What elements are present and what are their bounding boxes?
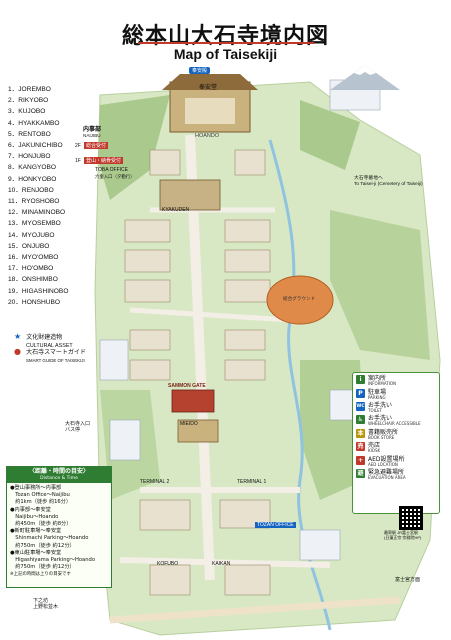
tozan-office-label[interactable]: TOZAN OFFICE [255, 522, 296, 528]
naijibu-en: NAIJIBU [83, 133, 101, 138]
floor-1f: 1F [75, 158, 81, 164]
kiosk-icon: 売 [356, 442, 365, 452]
list-item: 18．ONSHIMBO [8, 276, 58, 284]
list-item: 6．JAKUNICHIBO [8, 142, 63, 150]
hoando-label: HOANDO [195, 133, 220, 139]
toilet-icon: WC [356, 401, 365, 411]
kyakuden-label: KYAKUDEN [162, 207, 190, 213]
temple-lodging-list: 1．JOREMBO 2．RIKYOBO 3．KUJOBO 4．HYAKKAMBO… [8, 84, 103, 308]
list-item: 15．ONJUBO [8, 242, 50, 250]
terminal1-label: TERMINAL 1 [237, 479, 267, 485]
qr-code[interactable] [399, 506, 423, 530]
aed-icon: + [356, 455, 365, 465]
kaikan-label: KAIKAN [212, 561, 231, 567]
fujinomiya-label: 富士宮方面 [395, 577, 421, 583]
tozan-reception-badge[interactable]: 登山・納骨受付 [84, 157, 124, 164]
list-item: 13．MYOSEMBO [8, 220, 61, 228]
list-item: 11．RYOSHOBO [8, 198, 60, 206]
cemetery-label: 大石寺墓地へ To Taisei-ji (Cemetery of Taiseij… [354, 176, 423, 187]
list-item: 20．HONSHUBO [8, 298, 61, 306]
evacuation-icon: 避 [356, 468, 365, 478]
general-reception-badge[interactable]: 総合受付 [84, 142, 109, 149]
list-item: 4．HYAKKAMBO [8, 119, 60, 127]
list-item: 10．RENJOBO [8, 186, 54, 194]
book-icon: 本 [356, 428, 365, 438]
naijibu-jp: 内事部 [83, 127, 102, 133]
list-item: 16．MYO'OMBO [8, 254, 59, 262]
ground-label: 総合グラウンド [283, 296, 316, 301]
pin-icon: ● [14, 347, 21, 356]
terminal2-label: TERMINAL 2 [140, 479, 170, 485]
list-item: 12．MINAMINOBO [8, 209, 66, 217]
parking-icon: P [356, 388, 365, 398]
smart-guide-legend: ● 大石寺スマートガイド SMART GUIDE OF TAISEKIJI [14, 347, 86, 363]
bus-stop-label: 大石寺入口 バス停 [65, 421, 91, 433]
wheelchair-icon: ♿ [356, 415, 365, 425]
naijibu-block: 内事部 NAIJIBU [83, 124, 133, 138]
list-item: 7．HONJUBO [8, 153, 51, 161]
map-title-en: Map of Taisekiji [173, 46, 278, 62]
distance-body: ●登山事務所〜内事部 Tozan Office〜Naijibu 約1km（徒歩 … [10, 485, 95, 578]
toba-office-sub: 六壷入口（夕勤行） [95, 174, 135, 179]
cultural-asset-legend: ★ 文化財建造物 CULTURAL ASSET [14, 332, 73, 349]
list-item: 9．HONKYOBO [8, 175, 57, 183]
list-item: 19．HIGASHINOBO [8, 287, 69, 295]
list-item: 17．HO'OMBO [8, 265, 54, 273]
hoando-jp-label: 奉安堂 [199, 85, 218, 91]
list-item: 8．KANGYOBO [8, 164, 57, 172]
star-icon: ★ [14, 332, 22, 341]
information-icon: i [356, 375, 365, 385]
sammon-label: SAMMON GATE [168, 383, 206, 389]
list-item: 3．KUJOBO [8, 108, 46, 116]
toba-office-label: TOBA OFFICE [95, 167, 128, 173]
qr-caption: 最寄駅 JR富士宮駅 (日蓮正宗 宗務院HP) [384, 530, 422, 540]
hoando-badge[interactable]: 奉安殿 [189, 67, 211, 74]
list-item: 2．RIKYOBO [8, 97, 49, 105]
list-item: 14．MYOJUBO [8, 231, 55, 239]
distance-header: 〈距離・時間の目安〉 Distance & Time [7, 467, 111, 483]
list-item: 1．JOREMBO [8, 86, 51, 93]
kofubo-label: KOFUBO [157, 561, 179, 567]
title-rule [138, 42, 314, 44]
list-item: 5．RENTOBO [8, 130, 51, 138]
map-title-jp: 総本山大石寺境内図 [121, 24, 329, 49]
floor-2f: 2F [75, 143, 81, 149]
distance-time-box: 〈距離・時間の目安〉 Distance & Time ●登山事務所〜内事部 To… [6, 466, 112, 588]
mieido-label: MIEIDO [180, 421, 198, 427]
shita-label: 下之坊 上野松並木 [33, 598, 59, 610]
